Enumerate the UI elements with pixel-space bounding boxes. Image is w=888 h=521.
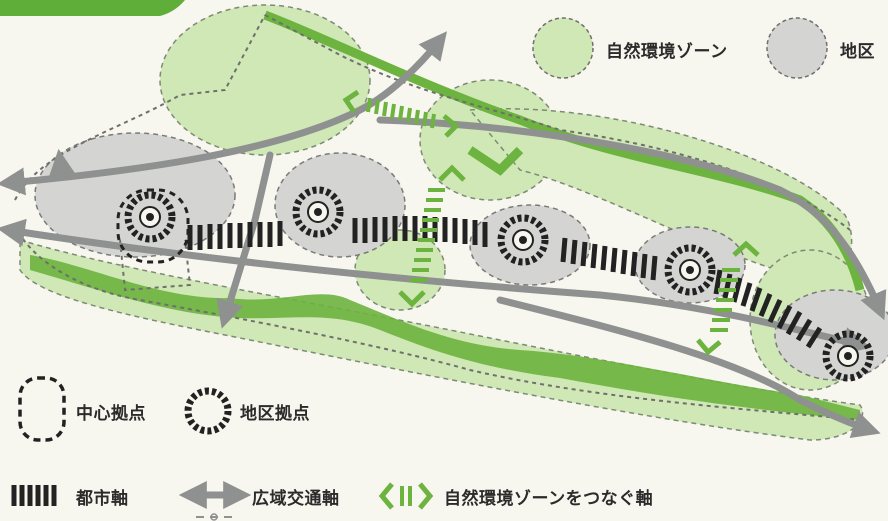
- district-hub-2: [292, 186, 344, 238]
- legend-district-label: 地区: [840, 42, 875, 62]
- center-hub-outline: [116, 188, 190, 264]
- green-axis-east-chevron-bottom: [696, 338, 722, 356]
- natural-zone-north: [159, 4, 371, 156]
- district-hub-1: [124, 191, 176, 243]
- legend-natural-axis-label: 自然環境ゾーンをつなぐ軸: [444, 489, 654, 509]
- legend-urban-axis-icon: [11, 485, 57, 506]
- green-axis-center-chevron-bottom: [398, 290, 426, 308]
- green-axis-center-chevron-top: [438, 164, 466, 182]
- green-axis-north-chevron-right: [442, 114, 460, 138]
- green-axis-north-chevron-left: [342, 89, 360, 114]
- traffic-axis-vertical: [216, 151, 274, 329]
- district-hub-5: [822, 330, 874, 382]
- urban-axis-segment-1: [187, 221, 283, 250]
- green-axis-north-hatch: [366, 97, 436, 129]
- legend-district-swatch: [766, 17, 828, 79]
- traffic-axis-center: [0, 218, 871, 355]
- natural-connecting-axes: [342, 89, 760, 356]
- traffic-axis-north: [0, 31, 447, 196]
- district-hubs: [124, 186, 874, 382]
- legend-natural-zone-label: 自然環境ゾーン: [606, 42, 728, 62]
- legend-district-hub-icon: [184, 387, 232, 435]
- urban-axis-segment-3: [560, 237, 658, 281]
- district-hub-3: [497, 214, 549, 266]
- traffic-axis-east: [376, 116, 887, 321]
- legend-district-hub-label: 地区拠点: [240, 404, 310, 424]
- green-axis-center-hatch: [410, 188, 445, 282]
- legend-traffic-axis-label: 広域交通軸: [252, 489, 340, 509]
- green-axis-east-chevron-top: [732, 240, 760, 257]
- green-line-mid: [467, 146, 524, 176]
- wide-area-traffic-axes: [0, 31, 887, 438]
- green-axis-east-hatch: [710, 268, 740, 332]
- urban-axis-segment-4: [713, 269, 823, 349]
- traffic-axis-west-stub: [48, 148, 77, 179]
- legend-urban-axis-label: 都市軸: [76, 489, 129, 509]
- traffic-axis-southeast: [496, 296, 881, 438]
- header-tag: [0, 0, 185, 16]
- legend-center-hub-icon: [18, 376, 66, 442]
- legend-traffic-axis-icon: [178, 481, 252, 521]
- district-hub-4: [664, 244, 716, 296]
- legend-center-hub-label: 中心拠点: [76, 404, 146, 424]
- legend-natural-zone-swatch: [532, 17, 594, 79]
- legend-natural-axis-icon: [378, 482, 434, 510]
